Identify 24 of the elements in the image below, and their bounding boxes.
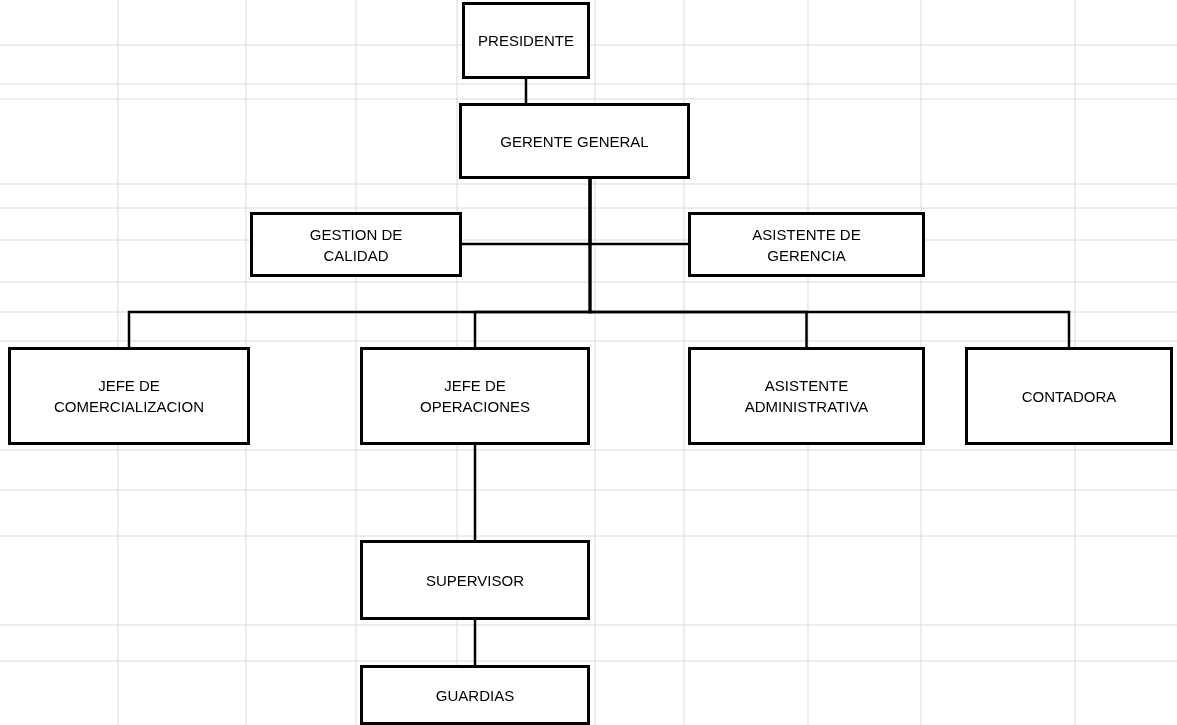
position-box (250, 212, 462, 277)
position-title: ASISTENTE ADMINISTRATIVA (743, 376, 870, 417)
position-box (965, 347, 1173, 445)
connector-line (588, 179, 1071, 347)
position-title: PRESIDENTE (478, 31, 574, 51)
connector-line (473, 445, 477, 540)
position-box (360, 540, 590, 620)
position-box (688, 347, 925, 445)
position-title: GUARDIAS (435, 685, 515, 706)
position-box (8, 347, 250, 445)
position-box (688, 212, 925, 277)
position-box (360, 665, 590, 725)
position-title: JEFE DE COMERCIALIZACION (53, 376, 205, 417)
position-box (360, 347, 590, 445)
connector-line (473, 620, 477, 665)
position-title: GESTION DE CALIDAD (308, 224, 404, 266)
position-box (462, 2, 590, 79)
position-title: ASISTENTE DE GERENCIA (751, 224, 862, 266)
position-title: JEFE DE OPERACIONES (419, 376, 531, 417)
position-title: SUPERVISOR (425, 570, 525, 591)
position-title: CONTADORA (1021, 386, 1117, 407)
position-box (459, 103, 690, 179)
position-title: GERENTE GENERAL (500, 131, 649, 152)
connector-line (524, 79, 528, 103)
